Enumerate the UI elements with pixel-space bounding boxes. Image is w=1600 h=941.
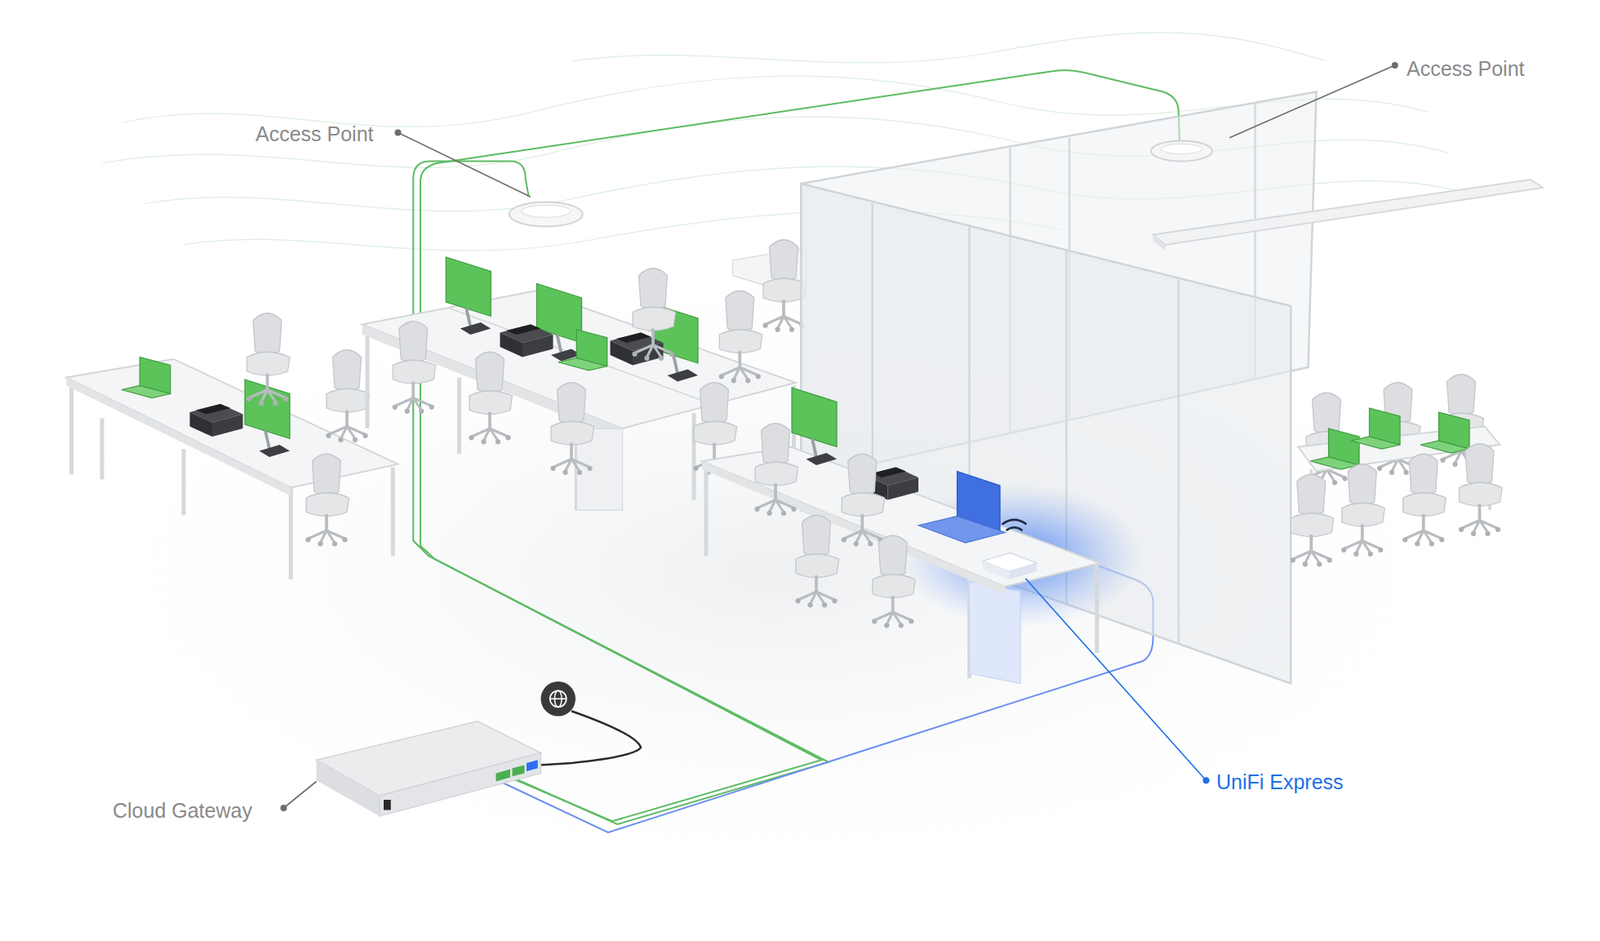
desk-cluster: [392, 321, 436, 414]
cloud-gateway: [316, 721, 542, 817]
desk-cluster: [762, 240, 806, 333]
desk-cluster: [121, 357, 171, 399]
access-point: [509, 202, 583, 227]
cloud-gateway: [496, 769, 512, 783]
device-label: UniFi Express: [1216, 769, 1344, 795]
desk-cluster: [871, 535, 916, 628]
desk-cluster: [558, 329, 608, 371]
background-waves: [571, 32, 1327, 63]
device-label: Cloud Gateway: [112, 798, 253, 823]
access-point: [1161, 143, 1203, 155]
desk-cluster: [841, 453, 885, 547]
device-label: Access Point: [255, 121, 374, 147]
cloud-gateway: [316, 760, 380, 817]
desk-cluster: [325, 350, 369, 443]
ceiling-light: [1153, 235, 1166, 252]
ethernet-cables: [538, 711, 641, 765]
meeting-table: [1402, 453, 1446, 547]
access-point: [521, 204, 571, 218]
device-label: Access Point: [1406, 56, 1525, 81]
desk-cluster: [550, 382, 594, 476]
desk-cluster: [190, 404, 244, 437]
leader-lines: [1025, 578, 1206, 782]
access-point: [1151, 141, 1213, 162]
desk-cluster: [66, 313, 398, 580]
internet-globe: [541, 681, 577, 717]
leader-lines: [398, 133, 532, 198]
desk-cluster: [631, 268, 676, 361]
cloud-gateway: [383, 800, 392, 811]
meeting-table: [1351, 408, 1400, 449]
glass-partition: [800, 183, 1291, 685]
desk-cluster: [918, 516, 1005, 544]
internet-globe: [550, 690, 567, 707]
ceiling-light: [1153, 179, 1544, 252]
access-point: [509, 202, 583, 227]
cloud-gateway: [526, 760, 538, 772]
meeting-table: [1290, 474, 1334, 567]
cloud-gateway: [512, 765, 525, 778]
desk-cluster: [1008, 563, 1037, 580]
desk-cluster: [468, 351, 512, 445]
desk-cluster: [702, 387, 1143, 685]
desk-cluster: [445, 257, 491, 335]
floor-shadow: [0, 235, 1552, 909]
internet-globe: [550, 698, 567, 700]
desk-cluster: [719, 290, 763, 383]
meeting-table: [1290, 374, 1503, 568]
leader-lines: [1229, 65, 1396, 138]
desk-cluster: [754, 423, 798, 516]
desk-cluster: [305, 453, 349, 547]
desk-cluster: [791, 387, 837, 466]
leader-lines: [1391, 62, 1399, 69]
internet-globe: [541, 681, 577, 717]
access-point: [1151, 141, 1213, 162]
meeting-table: [1420, 412, 1470, 454]
glass-partition: [800, 92, 1316, 685]
desk-cluster: [71, 387, 394, 580]
desk-cluster: [733, 240, 807, 333]
desk-cluster: [500, 324, 554, 358]
leader-lines: [284, 782, 317, 809]
meeting-table: [1458, 444, 1503, 537]
desk-cluster: [982, 561, 1010, 581]
leader-lines: [280, 62, 1399, 812]
ceiling-light: [1153, 179, 1544, 245]
cloud-gateway: [379, 753, 542, 818]
desk-cluster: [969, 582, 1022, 685]
desk-cluster: [246, 313, 290, 406]
desk-cluster: [1002, 520, 1027, 531]
desk-cluster: [795, 515, 839, 608]
meeting-table: [1310, 428, 1360, 470]
meeting-table: [1341, 464, 1385, 557]
